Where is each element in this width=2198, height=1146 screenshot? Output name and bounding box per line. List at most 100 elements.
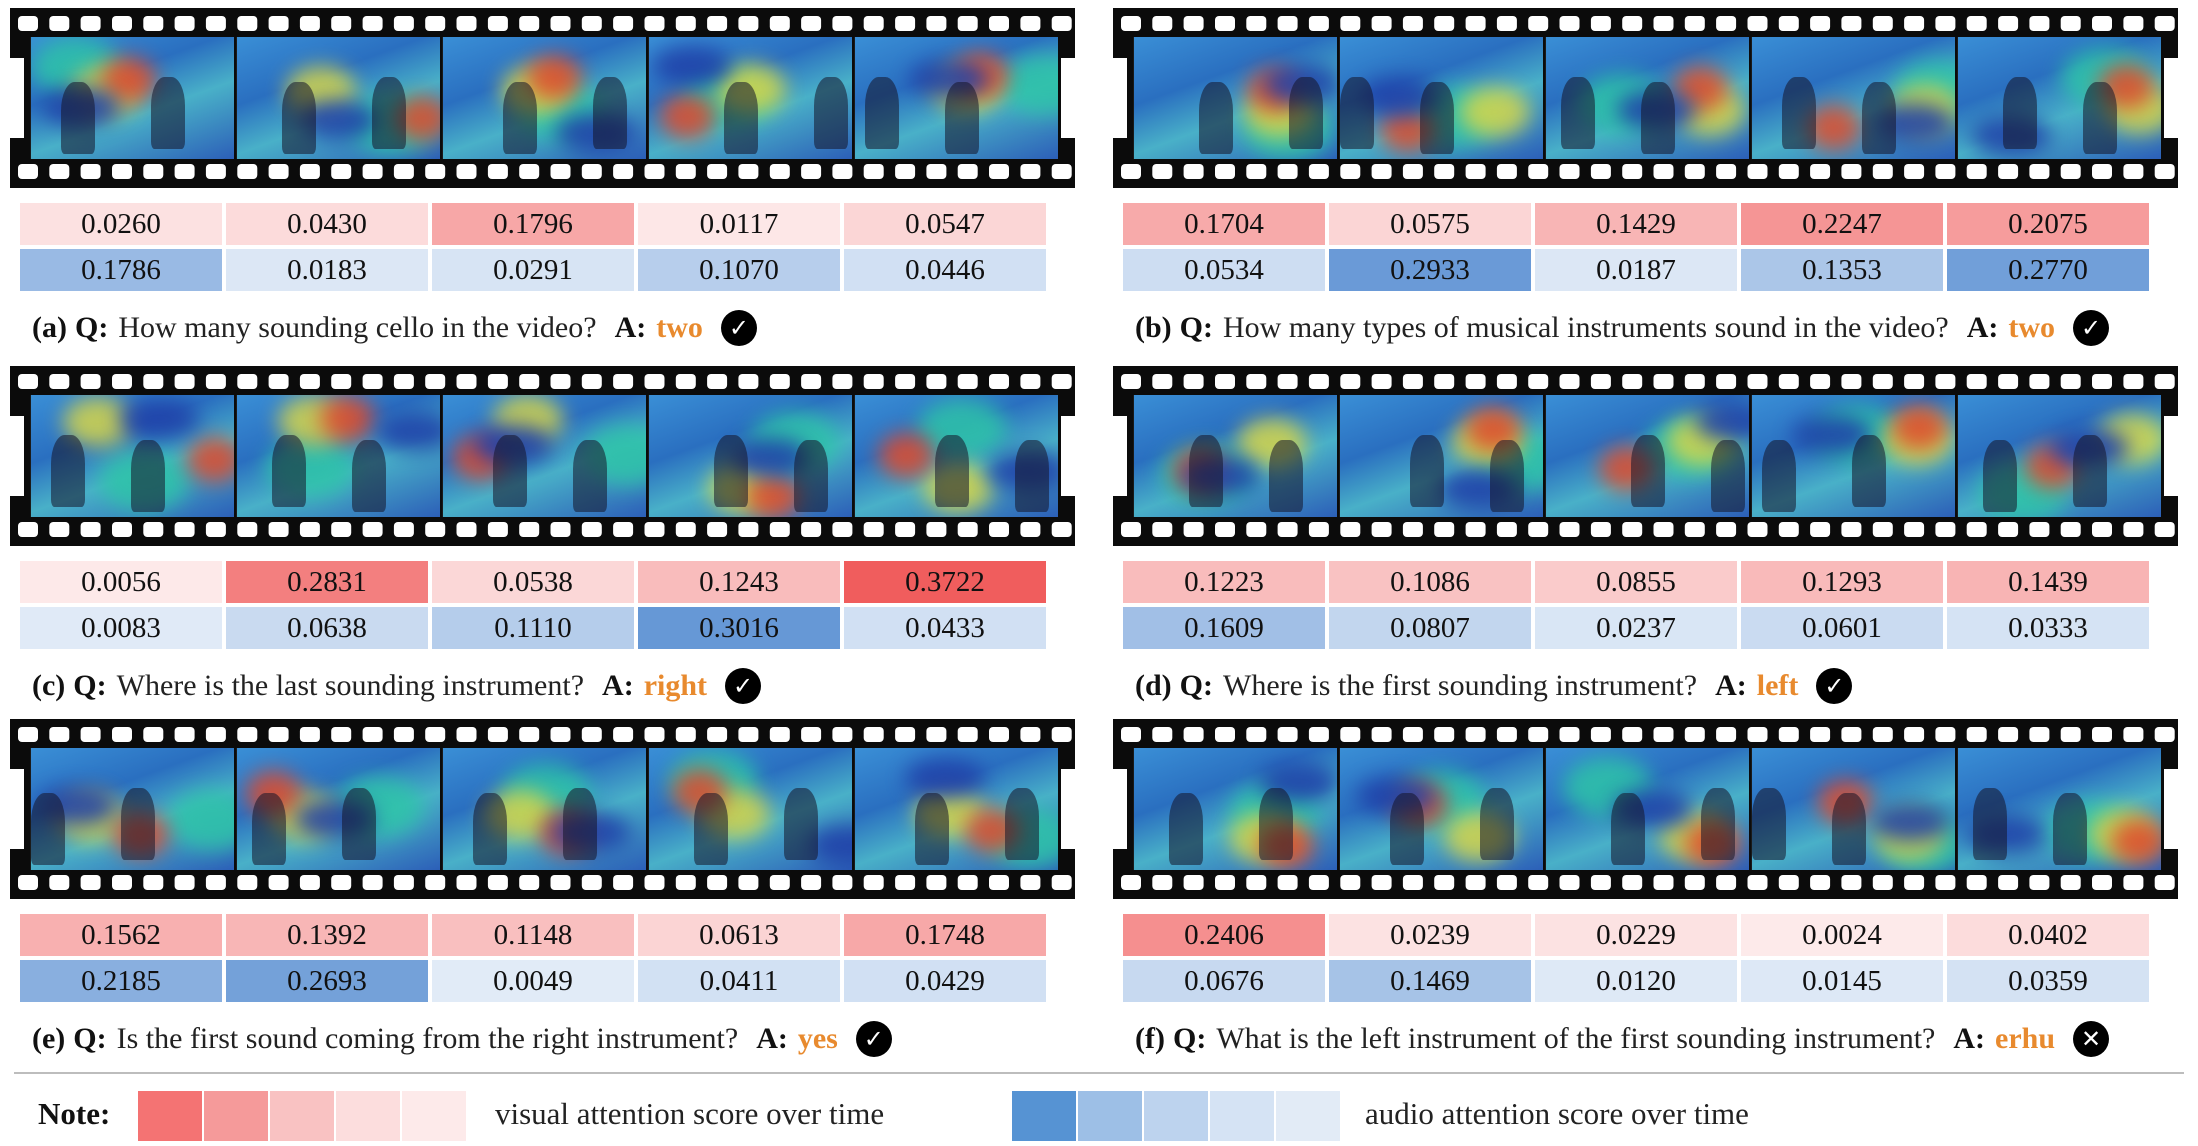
sprocket-hole-bottom <box>1841 875 1862 890</box>
sprocket-hole-top <box>143 727 164 742</box>
sprocket-hole-top <box>644 16 665 31</box>
sprocket-hole-bottom <box>738 522 759 537</box>
sprocket-hole-bottom <box>863 164 884 179</box>
performer-silhouette <box>714 435 748 507</box>
video-frame-heatmap <box>854 748 1058 870</box>
video-frame-heatmap <box>1339 37 1543 159</box>
sprocket-hole-bottom <box>425 875 446 890</box>
performer-silhouette <box>51 435 85 507</box>
sprocket-hole-top <box>456 727 477 742</box>
performer-silhouette <box>372 77 406 149</box>
performer-silhouette <box>131 440 165 512</box>
film-edge-notch <box>1113 58 1127 138</box>
sprocket-hole-bottom <box>1841 522 1862 537</box>
sprocket-hole-bottom <box>1778 164 1799 179</box>
performer-silhouette <box>272 435 306 507</box>
sprocket-hole-top <box>1183 374 1204 389</box>
video-frame-heatmap <box>442 395 646 517</box>
performer-silhouette <box>2073 435 2107 507</box>
sprocket-hole-bottom <box>707 875 728 890</box>
sprocket-hole-top <box>1935 16 1956 31</box>
question-text: What is the left instrument of the first… <box>1216 1022 1936 1055</box>
sprocket-hole-bottom <box>1622 522 1643 537</box>
video-frame-heatmap <box>1751 395 1955 517</box>
sprocket-hole-top <box>769 16 790 31</box>
answer-label: A: <box>602 669 634 702</box>
sprocket-hole-top <box>1966 374 1987 389</box>
sprocket-hole-bottom <box>738 875 759 890</box>
sprocket-hole-bottom <box>581 164 602 179</box>
sprocket-hole-top <box>2092 374 2112 389</box>
answer-text: erhu <box>1995 1022 2056 1055</box>
answer-label: A: <box>1715 669 1747 702</box>
performer-silhouette <box>1832 793 1866 865</box>
sprocket-hole-top <box>1465 16 1486 31</box>
sprocket-hole-bottom <box>863 875 884 890</box>
sprocket-hole-bottom <box>895 522 916 537</box>
question-label: Q: <box>74 311 109 344</box>
sprocket-hole-bottom <box>926 875 947 890</box>
performer-silhouette <box>282 82 316 154</box>
performer-silhouette <box>1762 440 1796 512</box>
sprocket-hole-bottom <box>2154 522 2175 537</box>
performer-silhouette <box>1390 793 1424 865</box>
sprocket-hole-bottom <box>1590 522 1611 537</box>
sprocket-hole-bottom <box>112 164 132 179</box>
performer-silhouette <box>1852 435 1886 507</box>
sprocket-hole-top <box>80 374 101 389</box>
video-frame-heatmap <box>30 748 234 870</box>
sprocket-hole-top <box>957 16 978 31</box>
sprocket-hole-bottom <box>1998 522 2019 537</box>
sprocket-hole-top <box>1246 374 1267 389</box>
sprocket-hole-bottom <box>1966 164 1987 179</box>
sprocket-hole-top <box>2060 727 2081 742</box>
sprocket-hole-bottom <box>675 875 696 890</box>
sprocket-hole-bottom <box>268 875 289 890</box>
sprocket-hole-bottom <box>1778 875 1799 890</box>
sprocket-hole-top <box>1841 374 1862 389</box>
sprocket-hole-bottom <box>2029 522 2050 537</box>
sprocket-hole-bottom <box>112 875 132 890</box>
performer-silhouette <box>1169 793 1203 865</box>
heatmap-blob <box>905 758 985 798</box>
sprocket-hole-top <box>1747 16 1768 31</box>
sprocket-hole-bottom <box>1716 522 1737 537</box>
sprocket-hole-bottom <box>1559 522 1580 537</box>
film-edge-notch <box>1061 769 1075 849</box>
sprocket-hole-top <box>1590 374 1611 389</box>
sprocket-hole-bottom <box>1121 164 1141 179</box>
sprocket-hole-bottom <box>1935 164 1956 179</box>
performer-silhouette <box>1782 77 1816 149</box>
sprocket-hole-top <box>644 727 665 742</box>
sprocket-hole-top <box>738 16 759 31</box>
sprocket-hole-top <box>1308 374 1329 389</box>
sprocket-hole-top <box>1872 16 1893 31</box>
sprocket-hole-top <box>2092 727 2112 742</box>
sprocket-hole-top <box>1308 16 1329 31</box>
sprocket-hole-top <box>1810 374 1831 389</box>
film-edge-notch <box>1061 416 1075 496</box>
sprocket-hole-bottom <box>205 164 226 179</box>
sprocket-hole-top <box>1528 374 1549 389</box>
heatmap-blob <box>187 437 234 482</box>
sprocket-hole-top <box>519 16 540 31</box>
sprocket-hole-bottom <box>49 522 70 537</box>
audio-score-cell: 0.1353 <box>1741 249 1943 291</box>
sprocket-hole-top <box>1020 727 1041 742</box>
audio-score-cell: 0.0446 <box>844 249 1046 291</box>
audio-score-cell: 0.0359 <box>1947 960 2149 1002</box>
sprocket-hole-bottom <box>393 522 414 537</box>
visual-score-cell: 0.1086 <box>1329 561 1531 603</box>
heatmap-blob <box>167 790 234 850</box>
sprocket-hole-bottom <box>80 522 101 537</box>
sprocket-hole-bottom <box>1559 164 1580 179</box>
cross-circle-icon: ✕ <box>2073 1021 2110 1057</box>
visual-legend-swatch <box>138 1091 202 1141</box>
sprocket-hole-top <box>769 374 790 389</box>
sprocket-hole-top <box>331 16 352 31</box>
sprocket-hole-top <box>49 727 70 742</box>
sprocket-hole-bottom <box>174 522 195 537</box>
